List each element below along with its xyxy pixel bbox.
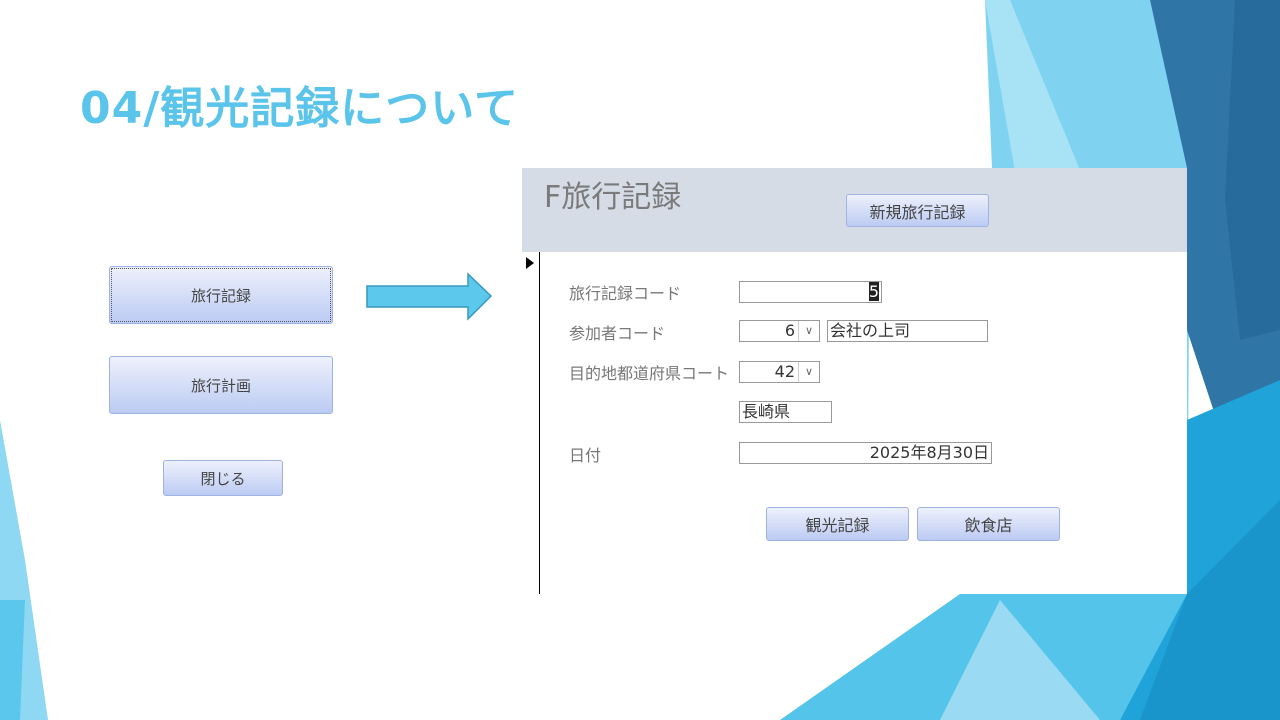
slide-title: 04/観光記録について — [80, 83, 519, 134]
participant-code-label: 参加者コード — [569, 324, 666, 343]
chevron-down-icon[interactable]: ∨ — [798, 321, 819, 341]
form-title: F旅行記録 — [544, 180, 682, 215]
participant-code-combo[interactable]: 6∨ — [739, 320, 820, 342]
travel-record-button[interactable]: 旅行記録 — [109, 266, 333, 324]
prefecture-name-field[interactable]: 長崎県 — [739, 401, 832, 423]
right-arrow-icon — [366, 272, 493, 321]
sightseeing-record-button[interactable]: 観光記録 — [766, 507, 909, 541]
chevron-down-icon[interactable]: ∨ — [798, 362, 819, 382]
new-travel-record-button[interactable]: 新規旅行記録 — [846, 194, 989, 227]
date-label: 日付 — [569, 446, 602, 465]
date-field[interactable]: 2025年8月30日 — [739, 442, 992, 464]
prefecture-code-label: 目的地都道府県コート — [569, 364, 730, 383]
close-button[interactable]: 閉じる — [163, 460, 283, 496]
restaurant-button[interactable]: 飲食店 — [917, 507, 1060, 541]
record-code-field[interactable]: 5 — [739, 281, 882, 303]
record-code-label: 旅行記録コード — [569, 284, 682, 303]
record-selector-bar — [539, 252, 540, 594]
record-selector-icon[interactable] — [526, 257, 534, 269]
travel-record-form: F旅行記録 新規旅行記録 旅行記録コード 5 参加者コード 6∨ 会社の上司 目… — [522, 168, 1187, 594]
prefecture-code-combo[interactable]: 42∨ — [739, 361, 820, 383]
travel-plan-button[interactable]: 旅行計画 — [109, 356, 333, 414]
participant-name-field[interactable]: 会社の上司 — [827, 320, 988, 342]
form-header: F旅行記録 新規旅行記録 — [522, 168, 1187, 252]
